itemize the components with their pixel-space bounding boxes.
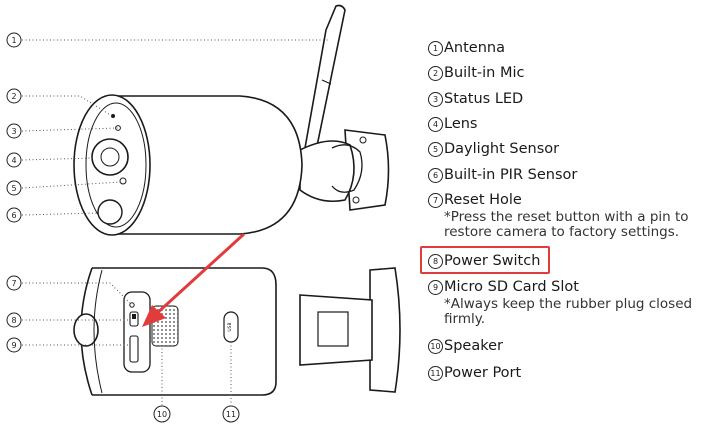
legend-label: Built-in PIR Sensor — [444, 167, 578, 183]
legend-number: 10 — [428, 339, 443, 354]
callout-5-number: 5 — [11, 184, 16, 193]
legend-label: Micro SD Card Slot — [444, 279, 579, 295]
callout-10: 10 — [153, 405, 171, 423]
callout-10-number: 10 — [157, 410, 167, 419]
legend-label: Speaker — [444, 338, 503, 354]
antenna-illustration — [299, 4, 346, 182]
wall-mount-bracket — [299, 129, 390, 211]
callout-9: 9 — [6, 337, 22, 353]
sd-card-slot — [129, 335, 139, 363]
legend-label: Lens — [444, 116, 478, 132]
callout-4-number: 4 — [11, 156, 16, 165]
leader-lines — [21, 39, 330, 405]
legend-number: 2 — [428, 66, 443, 81]
callout-8: 8 — [6, 312, 22, 328]
status-led — [115, 125, 121, 131]
legend-number: 11 — [428, 366, 443, 381]
legend-label: Power Switch — [444, 253, 541, 269]
legend-label: Reset Hole — [444, 192, 522, 208]
callout-3-number: 3 — [11, 127, 16, 136]
callout-7-number: 7 — [11, 279, 16, 288]
legend-label: Built-in Mic — [444, 65, 525, 81]
callout-4: 4 — [6, 152, 22, 168]
legend-label: Antenna — [444, 40, 505, 56]
red-pointer-arrow — [142, 232, 246, 327]
callout-1: 1 — [6, 32, 22, 48]
legend-number: 6 — [428, 168, 443, 183]
reset-hole — [129, 302, 135, 308]
legend-number: 8 — [428, 254, 443, 269]
legend-number: 1 — [428, 41, 443, 56]
power-switch-highlight-box — [420, 246, 550, 274]
legend-label: Status LED — [444, 91, 524, 107]
legend-label: Power Port — [444, 365, 522, 381]
callout-9-number: 9 — [11, 341, 16, 350]
usb-label: USB — [227, 322, 233, 331]
lens-illustration — [91, 138, 129, 176]
pir-sensor — [97, 199, 123, 225]
legend-number: 5 — [428, 142, 443, 157]
callout-11-number: 11 — [226, 410, 236, 419]
callout-11: 11 — [222, 405, 240, 423]
legend-number: 7 — [428, 193, 443, 208]
callout-2: 2 — [6, 88, 22, 104]
callout-7: 7 — [6, 275, 22, 291]
callout-2-number: 2 — [11, 92, 16, 101]
sd-note-line-1: *Always keep the rubber plug closed — [444, 296, 693, 312]
legend-number: 3 — [428, 92, 443, 107]
callout-6: 6 — [6, 207, 22, 223]
mic-hole — [111, 114, 115, 118]
callout-5: 5 — [6, 180, 22, 196]
legend-label: Daylight Sensor — [444, 141, 560, 157]
sd-note-line-2: firmly. — [444, 311, 486, 327]
daylight-sensor — [119, 177, 127, 185]
callout-3: 3 — [6, 123, 22, 139]
callout-6-number: 6 — [11, 211, 16, 220]
camera-front-view — [73, 4, 390, 236]
reset-note-line-2: restore camera to factory settings. — [444, 224, 680, 240]
legend-number: 9 — [428, 280, 443, 295]
reset-note-line-1: *Press the reset button with a pin to — [444, 209, 689, 225]
legend-number: 4 — [428, 117, 443, 132]
callout-1-number: 1 — [11, 36, 16, 45]
camera-underside-view: USB — [73, 232, 401, 396]
callout-8-number: 8 — [11, 316, 16, 325]
